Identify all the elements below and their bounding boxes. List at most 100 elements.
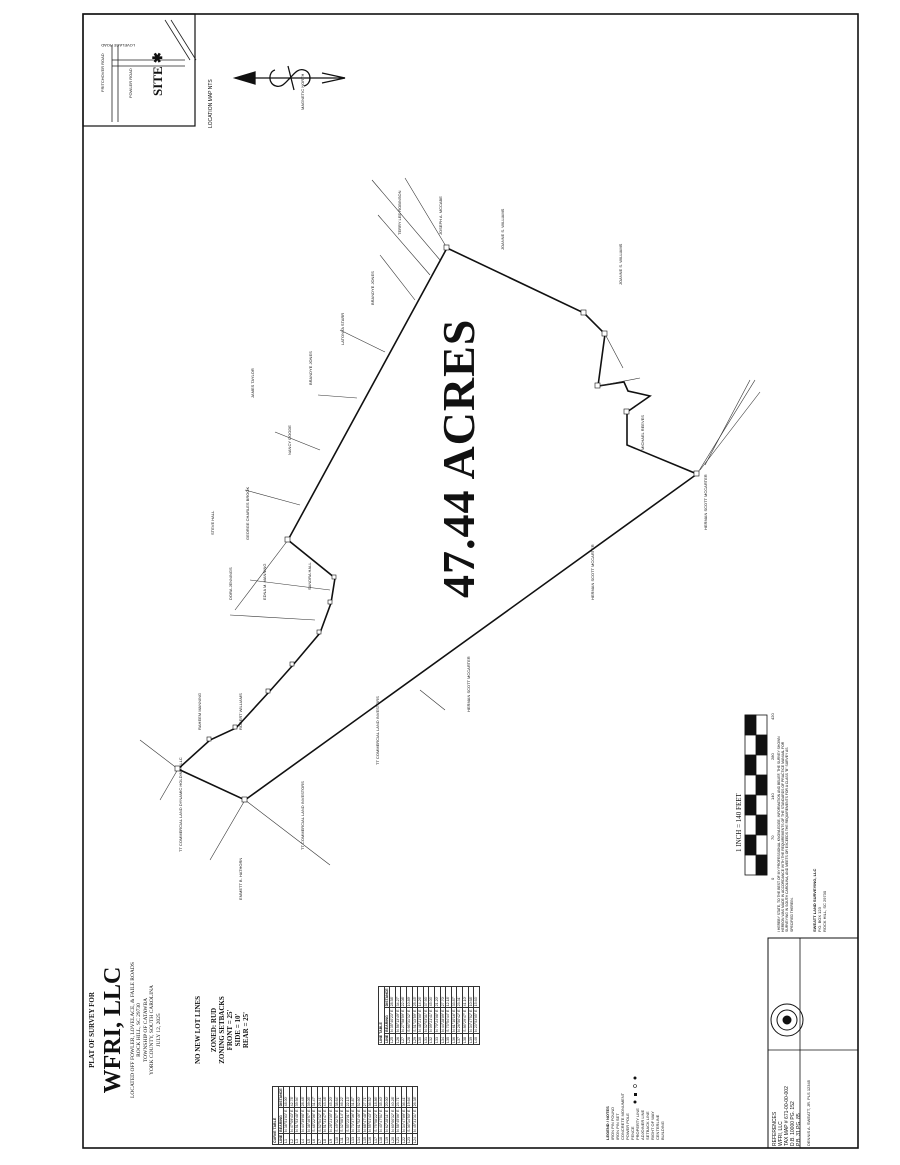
curve-table-cell: N 61°52'46" E [356, 1107, 362, 1134]
curve-table-col: LINE [278, 1133, 284, 1145]
line-table-cell: N 32°03'31" E [423, 1007, 429, 1034]
scale-tick: 280 [770, 753, 775, 760]
scale-label: 1 INCH = 140 FEET [735, 793, 743, 852]
curve-table-cell: N 34°47'09" E [401, 1107, 407, 1134]
curve-table-cell: 26.38' [412, 1086, 418, 1108]
setback-side: SIDE = 10' [234, 1013, 242, 1047]
road-label-fritchover: FRITCHOVER ROAD [100, 53, 105, 92]
abutter-label: HERMAN SCOTT MCCARTER [703, 474, 708, 530]
abutter-label: NANCY GOODE [287, 425, 292, 455]
curve-table-cell: S 52°54'32" E [317, 1107, 323, 1134]
line-table-cell: N 48°21'00" E [417, 1007, 424, 1034]
surveyor-seal-icon [770, 1003, 804, 1037]
line-table-cell: N 27°58'59" E [400, 1007, 407, 1034]
curve-table-cell: S 55°23'01" E [345, 1107, 351, 1134]
curve-table-cell: N 51°53'48" E [294, 1107, 301, 1134]
abutter-label: BRANDYE JONES [308, 351, 313, 385]
line-table-cell: N 56°13'49" E [395, 1007, 401, 1034]
scale-tick: 0 [770, 877, 775, 880]
north-arrow-icon [232, 65, 346, 91]
curve-table-cell: N 38°51'03" E [283, 1107, 290, 1134]
adjoiner-lines [139, 177, 761, 866]
curve-table-cell: N 47°09'43" E [289, 1107, 295, 1134]
abutter-label: EMMETT B. HATHORN [238, 857, 243, 900]
abutter-label: TT COMMERCIAL LAND DYNAMIC HOLDINGS LLC [178, 757, 183, 852]
line-table-cell: N 44°28'09" E [440, 1007, 446, 1034]
curve-table-cell: N 60°00'32" E [389, 1107, 396, 1134]
curve-table-cell: N 38°46'57" E [306, 1107, 312, 1134]
surveyor-name: DENNIS A. SWEATT, JR. PLS 12345 [806, 1080, 811, 1146]
abutter-label: LATONYA STARR [340, 312, 345, 345]
curve-table-cell: N 68°47'48" E [362, 1107, 368, 1134]
curve-table-cell: N 51°31'47" E [322, 1107, 329, 1134]
curve-table-cell: N 44°39'08" E [300, 1107, 307, 1134]
certification-text: I HEREBY STATE, TO THE BEST OF MY PROFES… [777, 736, 794, 932]
legend-item: BUILDING [660, 1121, 665, 1140]
abutter-label: JOSEPH A. MCCABE [438, 196, 443, 235]
abutter-label: TT COMMERCIAL LAND INVESTORS [300, 781, 305, 850]
site-star-icon: ✱ [150, 52, 165, 67]
firm-city: ROCK HILL, SC 29730 [822, 890, 827, 932]
abutter-label: TERRY LEE ROBINSON [397, 190, 402, 235]
curve-table-cell: N 28°21'35" E [328, 1107, 335, 1134]
abutter-label: TT COMMERCIAL LAND INVESTORS [375, 696, 380, 765]
curve-table-cell: N 58°45'06" E [395, 1107, 402, 1134]
curve-table-cell: L24 [412, 1133, 418, 1145]
line-table-cell: S 86°29'47" E [462, 1007, 468, 1034]
abutter-label: BRANDYE JONES [370, 271, 375, 305]
abutter-label: ROBERT WILLIAMS [238, 693, 243, 730]
plat-book: P.B. 31 PG. 85 [796, 1113, 802, 1146]
title-line1: PLAT OF SURVEY FOR [88, 992, 96, 1068]
line-table-cell: S 66°31'32" E [406, 1007, 413, 1034]
curve-table-col: DISTANCE [278, 1086, 284, 1108]
curve-table-cell: S 75°58'22" E [373, 1107, 379, 1134]
line-table-col: DISTANCE [384, 986, 390, 1008]
line-table-cell: N 70°24'08" E [434, 1007, 441, 1034]
location-map-frame [82, 13, 196, 127]
curve-table-cell: S 49°32'57" E [334, 1107, 340, 1134]
location-map-caption: LOCATION MAP NTS [208, 79, 214, 128]
line-table-cell: 15.63' [473, 986, 480, 1008]
abutter-label: HERMAN SCOTT MCCARTER [466, 656, 471, 712]
line-table-col: LINE [384, 1033, 390, 1045]
north-label: MAGNETIC NORTH [300, 73, 305, 110]
curve-table-cell: N 45°31'31" E [412, 1107, 418, 1134]
curve-table-cell: N 73°37'36" E [350, 1107, 357, 1134]
title-owner: WFRI, LLC [100, 966, 126, 1094]
abutter-label: RAHEEM MANNING [197, 692, 202, 730]
line-table-cell: L40 [473, 1033, 480, 1045]
location-map-roads [111, 19, 197, 122]
scale-tick: 140 [770, 793, 775, 800]
setbacks-label: ZONING SETBACKS [218, 996, 226, 1064]
firm-block: SWEATT LAND SURVEYING, LLC P.O. BOX 123 … [812, 869, 827, 932]
legend-symbols [633, 1076, 637, 1104]
site-label: SITE [150, 66, 165, 96]
line-table-cell: N 35°40'23" E [389, 1007, 396, 1034]
abutter-label: EDNA M. MANNING [262, 563, 267, 600]
abutter-label: GEORGE CHARLES BROOK [245, 486, 250, 540]
abutter-label: STEVE HALL [210, 510, 215, 535]
title-block-frame [767, 937, 859, 1149]
abutter-label: HERMAN SCOTT MCCARTER [590, 544, 595, 600]
line-table-cell: N 23°53'05" E [473, 1007, 480, 1034]
sheet-border [82, 13, 859, 1149]
curve-table-cell: N 55°01'43" E [367, 1107, 374, 1134]
boundary-monuments [174, 244, 700, 803]
acreage-label: 47.44 ACRES [433, 318, 484, 598]
curve-table-cell: N 40°47'51" E [378, 1107, 385, 1134]
abutter-label: MICHAEL REEVES [640, 415, 645, 450]
scale-tick: 70 [770, 835, 775, 840]
setback-rear: REAR = 25' [242, 1011, 250, 1049]
road-label-lovelace: LOVELACE ROAD [101, 43, 135, 48]
curve-table-cell: S 36°14'50" E [406, 1107, 413, 1134]
line-table-cell: N 34°47'52" E [468, 1007, 474, 1034]
line-table-cell: N 61°10'16" E [451, 1007, 457, 1034]
curve-table-cell: S 32°08'14" E [339, 1107, 346, 1134]
